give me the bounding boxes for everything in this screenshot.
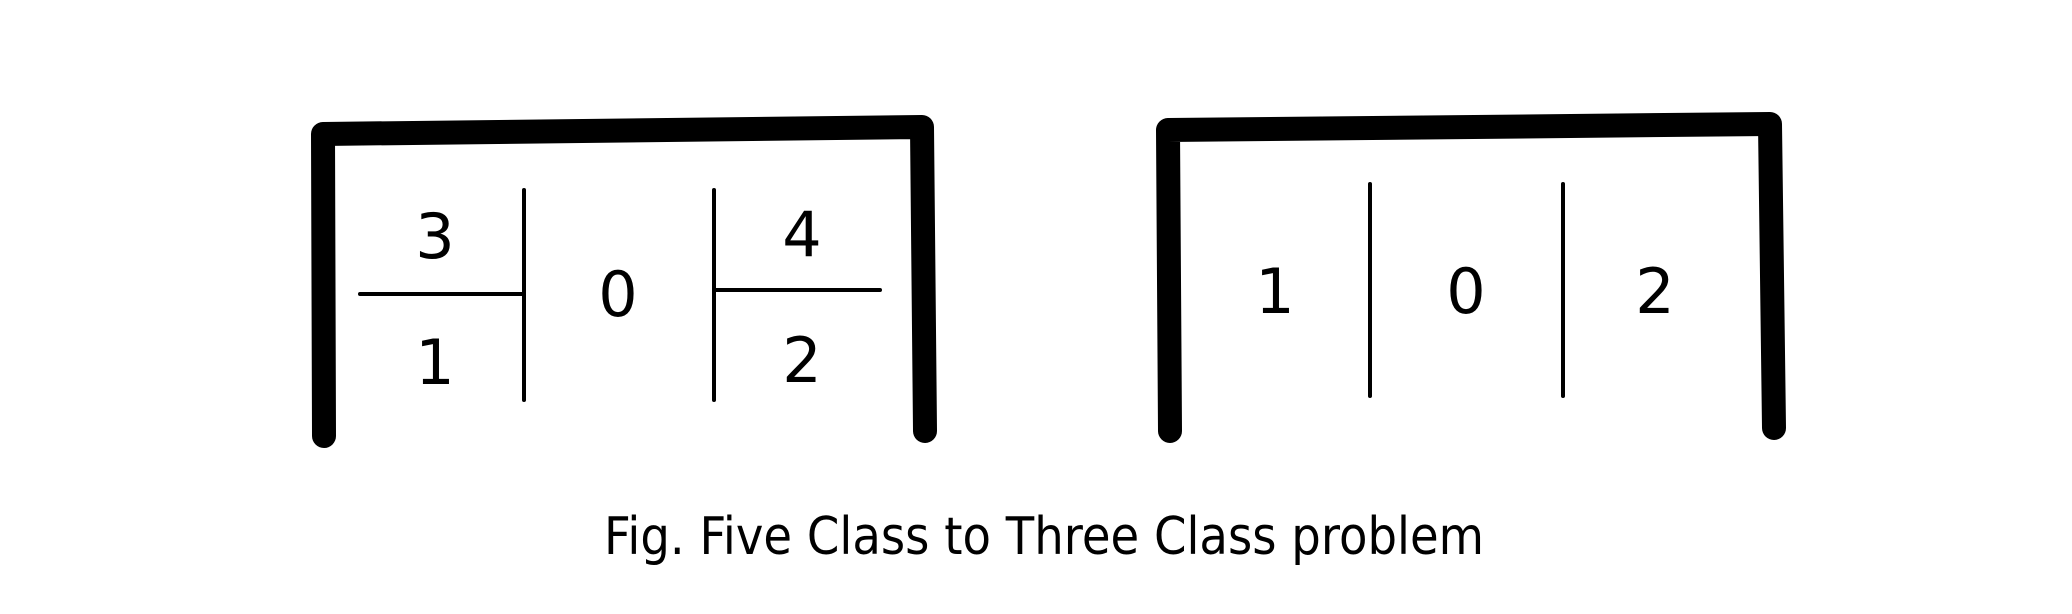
figure-caption: Fig. Five Class to Three Class problem [604, 507, 1484, 567]
right-panel: 1 0 2 [1156, 112, 1786, 443]
left-panel-class-2: 2 [782, 324, 821, 397]
left-panel-frame [311, 115, 937, 448]
right-panel-class-2: 2 [1635, 255, 1674, 328]
left-panel: 3 1 0 4 2 [311, 115, 937, 448]
right-panel-class-0: 0 [1446, 255, 1485, 328]
right-panel-class-1: 1 [1255, 255, 1294, 328]
left-panel-class-4: 4 [782, 198, 821, 271]
left-panel-class-0: 0 [598, 258, 637, 331]
right-panel-frame [1156, 112, 1786, 443]
left-panel-class-1: 1 [415, 326, 454, 399]
left-panel-class-3: 3 [415, 200, 454, 273]
